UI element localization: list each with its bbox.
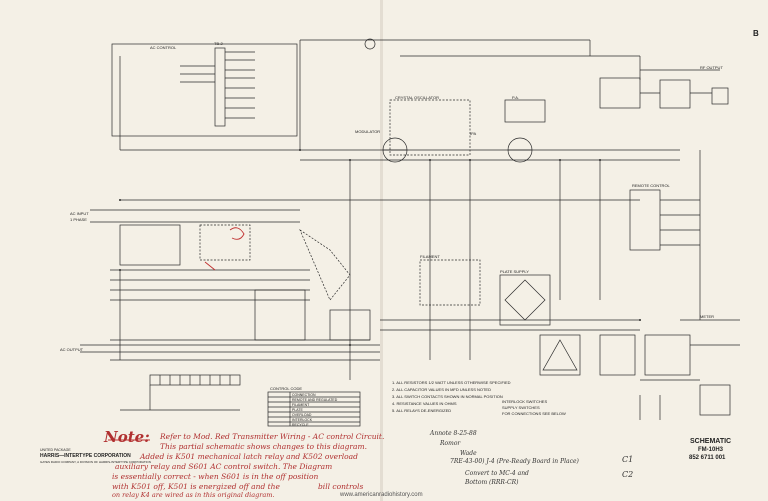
control-table-row: RECYCLE	[292, 423, 309, 427]
control-table-row: OVERLOAD	[292, 413, 312, 417]
label-tb-block: TB-2	[214, 41, 223, 46]
title-block-title: SCHEMATIC	[690, 438, 732, 445]
note-item: 3. ALL SWITCH CONTACTS SHOWN IN NORMAL P…	[392, 394, 503, 399]
label-meter: METER	[700, 314, 714, 319]
label-remote: REMOTE CONTROL	[632, 183, 670, 188]
hand-mark: C1	[622, 455, 634, 464]
note-item: 2. ALL CAPACITOR VALUES IN MFD UNLESS NO…	[392, 387, 491, 392]
label-crystal-osc: CRYSTAL OSCILLATOR	[395, 95, 440, 100]
note-right-item: SUPPLY SWITCHES	[502, 405, 540, 410]
hand-note-line: Wade	[460, 450, 477, 457]
control-table-row: FILAMENT	[292, 403, 310, 407]
label-modulator: MODULATOR	[355, 129, 381, 134]
control-table-title: CONTROL CODE	[270, 386, 303, 391]
ac-control-box	[111, 43, 298, 137]
label-filament: FILAMENT	[420, 254, 440, 259]
title-block-drawing-no: 852 6711 001	[689, 455, 726, 461]
note-line: auxiliary relay and S601 AC control swit…	[115, 462, 333, 471]
title-block-model: FM-10H3	[698, 447, 724, 453]
label-phase: 1 PHASE	[70, 217, 87, 222]
label-ac-input: AC INPUT	[70, 211, 89, 216]
note-tail: bill controls	[318, 482, 364, 491]
label-ac-control: AC CONTROL	[150, 45, 177, 50]
tb-terminal-strip	[214, 47, 226, 127]
note-right-item: INTERLOCK SWITCHES	[502, 399, 548, 404]
company-name: HARRIS—INTERTYPE CORPORATION	[40, 453, 131, 459]
label-plate-supply: PLATE SUPPLY	[500, 269, 529, 274]
hand-note-line: Annote 8-25-88	[430, 430, 477, 437]
company-prefix: UNITED PACKAGE	[40, 448, 71, 452]
hand-mark: C2	[622, 470, 634, 479]
control-table-row: CONNECTION	[292, 393, 316, 397]
hand-note-line: 7RE-43-00) J-4 (Pre-Ready Board in Place…	[450, 458, 579, 465]
fold-line	[380, 0, 383, 501]
label-ac-output: AC OUTPUT	[60, 347, 84, 352]
note-line: with K501 off, K501 is energized off and…	[112, 482, 280, 491]
hand-note-line: Romor	[440, 440, 461, 447]
note-line: This partial schematic shows changes to …	[160, 442, 367, 451]
control-table-row: PLATE	[292, 408, 303, 412]
note-line: Refer to Mod. Red Transmitter Wiring - A…	[160, 432, 385, 441]
note-item: 5. ALL RELAYS DE-ENERGIZED	[392, 408, 452, 413]
control-table-row: INTERLOCK	[292, 418, 313, 422]
note-line: is essentially correct - when S601 is in…	[112, 472, 319, 481]
note-item: 1. ALL RESISTORS 1/2 WATT UNLESS OTHERWI…	[392, 380, 511, 385]
note-heading: Note:	[104, 428, 150, 446]
note-last-line: on relay K4 are wired as in this origina…	[112, 491, 275, 499]
hand-note-line: Bottom (RRR-CR)	[465, 479, 519, 486]
label-ipa: IPA	[470, 131, 477, 136]
note-item: 4. RESISTANCE VALUES IN OHMS	[392, 401, 457, 406]
watermark: www.americanradiohistory.com	[340, 492, 423, 498]
page-number: B	[753, 29, 759, 38]
control-table-row: REMOTE AND REGULATED	[292, 398, 338, 402]
label-rf-output: RF OUTPUT	[700, 65, 723, 70]
company-division: GATES RADIO COMPANY, A DIVISION OF HARRI…	[40, 460, 151, 464]
note-right-item: FOR CONNECTIONS SEE BELOW	[502, 411, 566, 416]
hand-note-line: Convert to MC-4 and	[465, 470, 529, 477]
label-pa: P.A.	[512, 95, 520, 100]
note-line: Added is K501 mechanical latch relay and…	[140, 452, 358, 461]
